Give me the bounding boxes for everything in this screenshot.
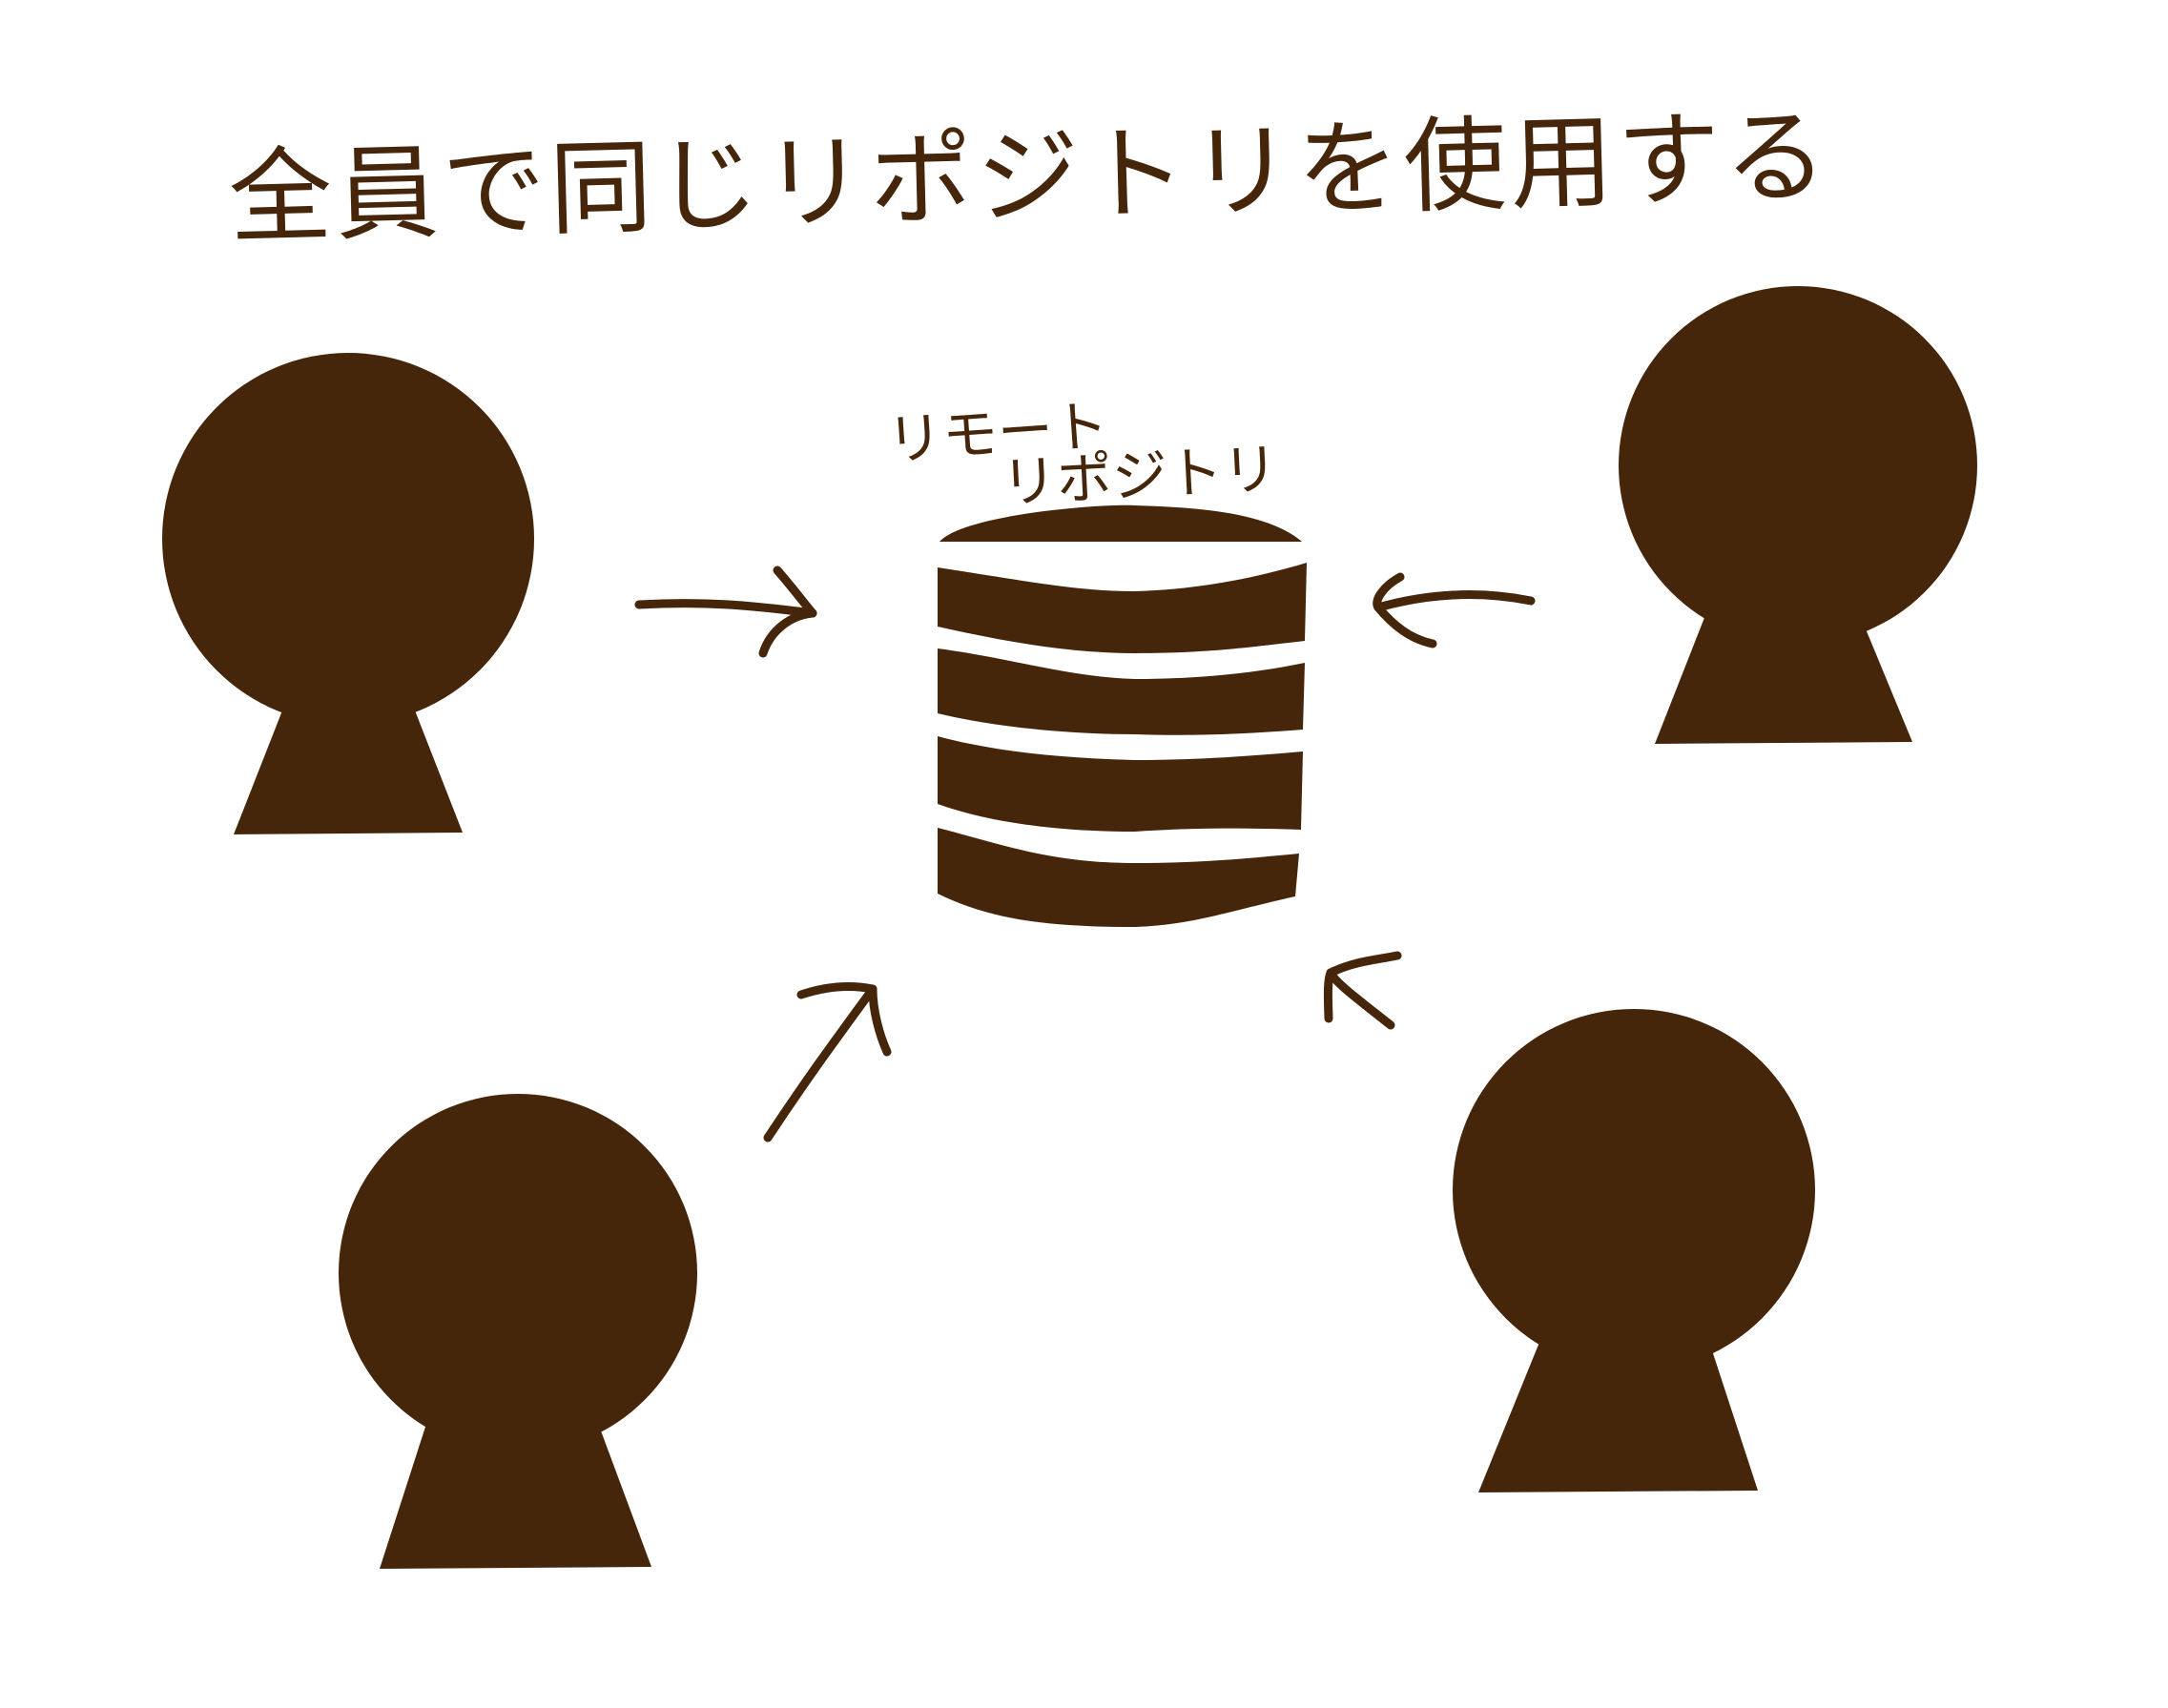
person-top-right	[1619, 286, 1977, 744]
database-band-4	[938, 828, 1299, 927]
person-head	[1453, 1009, 1815, 1371]
database-top	[939, 504, 1302, 542]
person-bottom-right	[1453, 1009, 1815, 1492]
database-band-3	[938, 736, 1303, 832]
person-body	[1655, 610, 1912, 744]
person-top-left	[162, 353, 534, 834]
person-body	[1478, 1340, 1758, 1492]
person-body	[234, 706, 463, 834]
database-band-2	[938, 648, 1305, 735]
person-head	[1619, 286, 1977, 645]
arrow-top-right-to-repository	[1373, 572, 1536, 648]
person-bottom-left	[339, 1094, 697, 1569]
arrow-bottom-left-to-repository	[763, 982, 892, 1142]
person-head	[339, 1094, 697, 1452]
person-head	[162, 353, 534, 725]
database-band-1	[938, 563, 1307, 653]
repository-database-icon	[938, 504, 1307, 927]
arrow-top-left-to-repository	[634, 566, 817, 658]
person-body	[380, 1421, 651, 1569]
arrow-bottom-right-to-repository	[1323, 951, 1402, 1030]
